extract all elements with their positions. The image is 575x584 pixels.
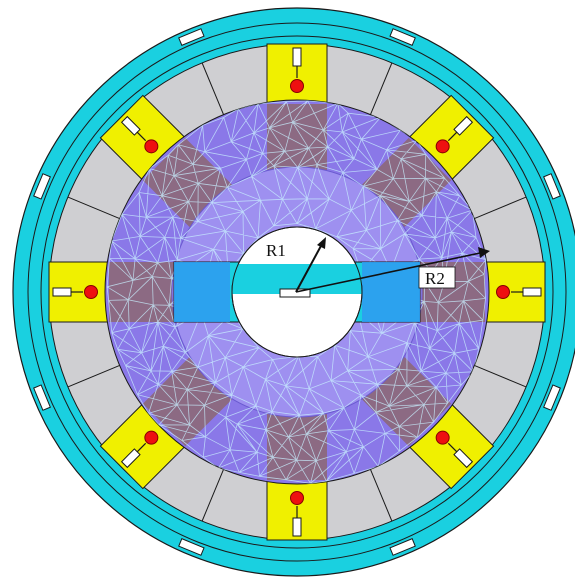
r2-label-box (418, 266, 456, 289)
coil-marker (496, 285, 510, 299)
housing-slot (33, 173, 51, 200)
housing-slots (33, 28, 561, 556)
inner-housing-ring-outline (27, 22, 567, 562)
center-bore-outline (231, 226, 363, 358)
r1-arrow (295, 237, 326, 293)
stator-divider (474, 365, 527, 388)
coil-marker (144, 139, 159, 154)
coil-marker (290, 491, 304, 505)
housing-slot (389, 28, 416, 46)
housing-slot (389, 538, 416, 556)
housing-slot (543, 173, 561, 200)
coil-marker (435, 430, 450, 445)
r1-label: R1 (266, 241, 286, 260)
stator-slot-dividers (67, 62, 527, 522)
coil-marker (84, 285, 98, 299)
stator-divider (370, 469, 393, 522)
coil-marker (435, 139, 450, 154)
stator-divider (201, 469, 224, 522)
coil-conductor (52, 287, 72, 297)
rotor-pole (267, 414, 327, 480)
stator-divider (67, 196, 120, 219)
r2-label: R2 (425, 269, 445, 288)
rotor-pole (267, 104, 327, 170)
stator-divider (370, 62, 393, 115)
housing-slot (178, 538, 205, 556)
coil-marker (144, 430, 159, 445)
fem-mesh-lines (106, 100, 487, 484)
shaft-band-left-dark (174, 262, 230, 322)
coil-marker (290, 79, 304, 93)
coil-conductor (522, 287, 542, 297)
mesh-edges (106, 100, 487, 484)
coil-conductor (292, 47, 302, 67)
rotor-poles (109, 104, 485, 480)
shaft-band-right-dark (362, 262, 420, 322)
coil-slot (472, 261, 546, 323)
housing-slot (33, 384, 51, 411)
housing-slot (543, 384, 561, 411)
housing-slot (178, 28, 205, 46)
stator-divider (67, 365, 120, 388)
shaft-key (279, 288, 311, 298)
stator-divider (474, 196, 527, 219)
r2-arrow (295, 247, 490, 293)
stator-divider (201, 62, 224, 115)
coil-conductor (120, 115, 141, 136)
coil-conductor (292, 517, 302, 537)
